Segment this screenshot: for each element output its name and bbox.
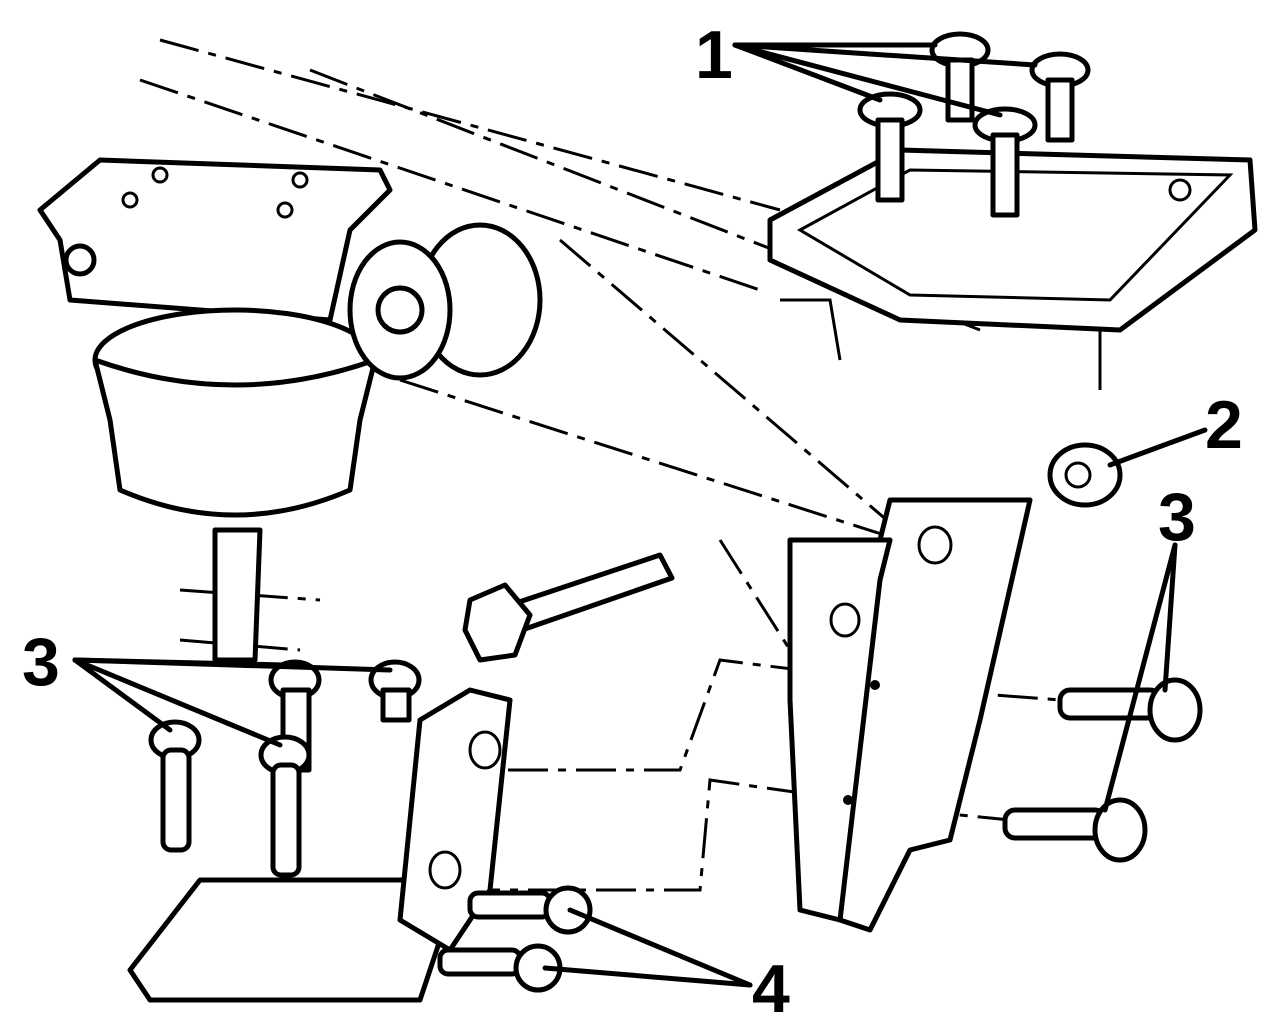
bolt-icon [467, 885, 593, 935]
bolt-icon [1029, 51, 1091, 143]
lower-bracket [127, 687, 513, 1003]
engine-mount [37, 157, 543, 663]
callout-1: 1 [695, 17, 733, 93]
bolt-icon [857, 91, 923, 203]
bolt-icon [148, 719, 202, 853]
nut-icon [1047, 442, 1123, 508]
callout-2: 2 [1205, 387, 1243, 463]
callout-4: 4 [752, 951, 790, 1027]
callout-3-left: 3 [22, 624, 60, 700]
bottom-bolts [437, 885, 593, 993]
bolt-icon [1002, 797, 1148, 863]
left-bolts [148, 659, 422, 878]
bolt-icon [368, 659, 422, 723]
side-bracket [787, 497, 1033, 933]
through-bolt-icon [462, 552, 675, 663]
leader-lines [72, 42, 1208, 988]
bolt-icon [972, 106, 1038, 218]
bolt-icon [258, 734, 312, 878]
callout-3-right: 3 [1158, 479, 1196, 555]
right-bolts [1002, 677, 1203, 863]
bolt-icon [437, 943, 563, 993]
